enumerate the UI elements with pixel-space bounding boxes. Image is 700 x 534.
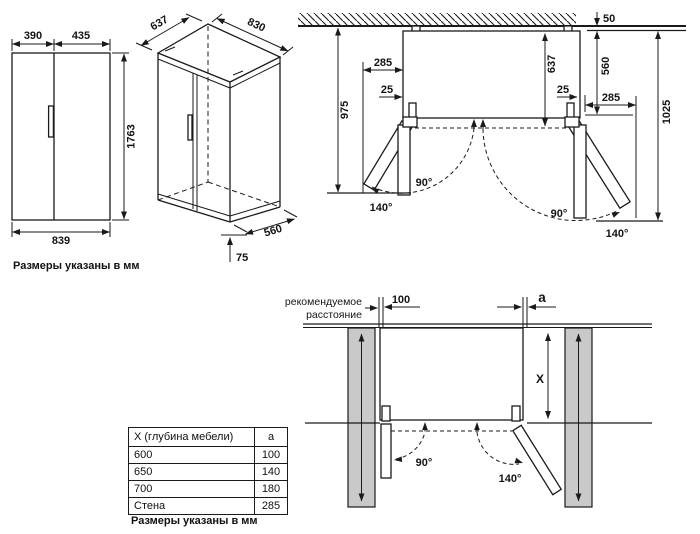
angle-left-90: 90°	[416, 177, 433, 189]
dim-door-right-width: 435	[72, 30, 90, 42]
dim-door-front-depth: 560	[600, 57, 612, 75]
install-angle-90: 90°	[416, 457, 433, 469]
install-right-door-140	[511, 424, 563, 496]
install-left-hinge	[381, 405, 391, 422]
dim-left-hinge-offset: 25	[381, 84, 393, 96]
top-view: 975 285 25 637 50 560 25 285	[298, 12, 686, 240]
left-door-open-90	[397, 124, 411, 196]
right-hinge	[566, 102, 575, 119]
install-angle-140: 140°	[499, 473, 522, 485]
table-row: 700 180	[128, 480, 288, 498]
install-right-hinge	[511, 405, 521, 422]
table-header-row: X (глубина мебели) a	[128, 427, 288, 447]
dim-wall-gap: 50	[603, 13, 615, 25]
iso-dimensions: 637 830 560 75	[135, 13, 298, 264]
right-door-open-90	[573, 124, 587, 219]
dim-total-height: 1763	[126, 124, 138, 148]
cell-a-700: 180	[254, 480, 288, 498]
dim-total-width: 839	[52, 235, 70, 247]
dim-right-hinge-offset: 25	[557, 84, 569, 96]
dim-gap-var: a	[538, 290, 546, 305]
recommended-distance-label-1: рекомендуемое	[285, 296, 362, 308]
iso-view: 637 830 560 75	[135, 13, 298, 264]
units-note-bottom: Размеры указаны в мм	[131, 515, 258, 527]
dim-left-total-depth: 975	[339, 101, 351, 119]
dim-right-total-depth: 1025	[661, 100, 673, 124]
angle-right-90: 90°	[551, 208, 568, 220]
table-row: Стена 285	[128, 497, 288, 515]
dim-furniture-depth-var: X	[536, 372, 544, 386]
dim-iso-width: 830	[245, 16, 267, 35]
fridge-body-top-view	[402, 30, 581, 119]
install-left-arc	[395, 431, 426, 460]
right-door-swing-arc	[482, 128, 618, 221]
clearance-table: X (глубина мебели) a 600 100 650 140 700…	[128, 427, 288, 515]
top-view-dimensions: 975 285 25 637 50 560 25 285	[327, 12, 673, 240]
cell-a-600: 100	[254, 446, 288, 464]
dim-left-clearance: 285	[374, 57, 392, 69]
cell-a-wall: 285	[254, 497, 288, 515]
dim-right-clearance: 285	[602, 92, 620, 104]
fridge-front-outline	[11, 52, 111, 221]
cell-depth-wall: Стена	[128, 497, 255, 515]
fridge-body-install-view	[379, 327, 524, 421]
dim-iso-base-height: 75	[236, 252, 248, 264]
front-view: 390 435 1763 839	[11, 30, 138, 247]
table-row: 650 140	[128, 463, 288, 481]
install-right-arc	[476, 431, 520, 465]
front-view-dimensions: 390 435 1763 839	[11, 30, 138, 247]
table-header-depth: X (глубина мебели)	[128, 427, 255, 447]
table-header-a: a	[254, 427, 288, 447]
dim-body-depth: 637	[546, 55, 558, 73]
cell-depth-600: 600	[128, 446, 255, 464]
door-handle	[47, 105, 55, 138]
wall-hatch	[298, 13, 576, 26]
angle-left-140: 140°	[370, 202, 393, 214]
install-view-dimensions: рекомендуемое расстояние 100 a X 90° 140…	[285, 290, 556, 485]
install-left-door-90	[380, 423, 392, 479]
units-note-top: Размеры указаны в мм	[13, 260, 140, 272]
recommended-distance-label-2: расстояние	[306, 309, 362, 321]
table-row: 600 100	[128, 446, 288, 464]
plinth-line	[157, 193, 231, 217]
angle-right-140: 140°	[606, 228, 629, 240]
cell-depth-650: 650	[128, 463, 255, 481]
iso-door-handle	[187, 114, 193, 141]
cell-depth-700: 700	[128, 480, 255, 498]
left-hinge	[408, 102, 417, 119]
dim-side-gap: 100	[392, 294, 410, 306]
dim-iso-bottom-depth: 560	[263, 223, 284, 240]
cell-a-650: 140	[254, 463, 288, 481]
install-view: рекомендуемое расстояние 100 a X 90° 140…	[285, 290, 652, 508]
dim-door-left-width: 390	[24, 30, 42, 42]
